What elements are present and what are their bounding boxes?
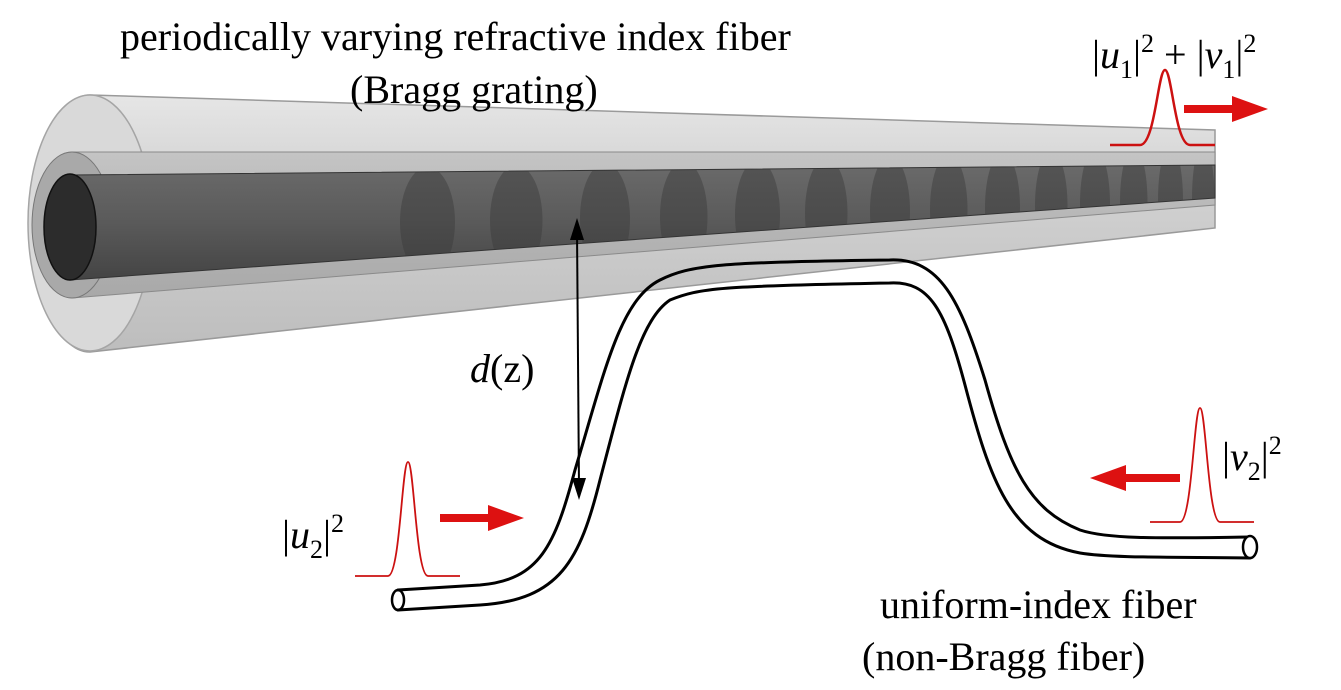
pulse-u2 (355, 461, 460, 577)
pulse-u1-v1 (1110, 68, 1215, 147)
label-v2: |v2|2 (1222, 431, 1282, 486)
bragg-core-end (43, 173, 97, 281)
bragg-fiber (27, 94, 1216, 353)
grating-band (400, 167, 455, 277)
uniform-title-line2: (non-Bragg fiber) (862, 634, 1145, 679)
bragg-title-line1: periodically varying refractive index fi… (120, 14, 791, 59)
uniform-title-line1: uniform-index fiber (880, 582, 1197, 627)
bragg-title-line2: (Bragg grating) (350, 67, 598, 112)
distance-arrow-bottom-head (572, 478, 586, 500)
label-u1-v1: |u1|2+|v1|2 (1092, 29, 1256, 84)
uniform-fiber-upper-wall (396, 258, 1252, 592)
uniform-fiber-end-left (390, 588, 406, 612)
arrow-right-output (1184, 96, 1268, 122)
distance-arrow (570, 218, 586, 500)
arrow-right-input (440, 505, 524, 531)
distance-arrow-top-head (570, 218, 584, 240)
label-u2: |u2|2 (282, 509, 344, 564)
uniform-fiber-lower-wall (396, 281, 1252, 612)
arrow-left-input (1090, 465, 1180, 491)
uniform-fiber-end-right (1241, 534, 1259, 560)
uniform-fiber (390, 258, 1259, 612)
distance-label: d(z) (470, 346, 534, 391)
pulse-v2 (1150, 407, 1254, 523)
